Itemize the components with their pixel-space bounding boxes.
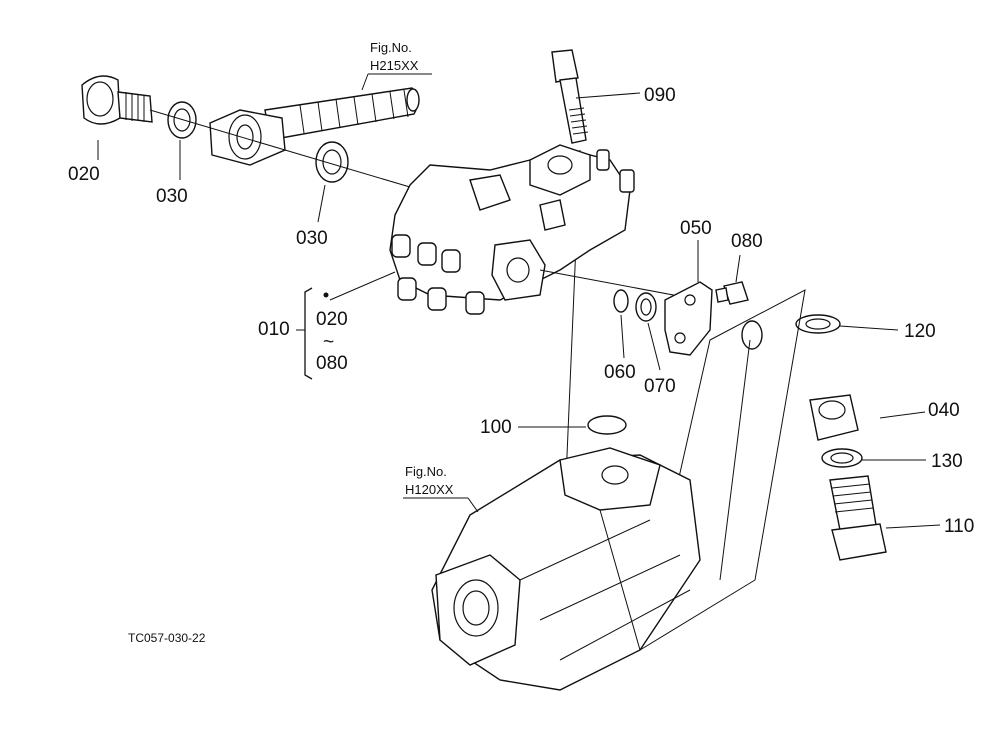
assembly-bracket	[296, 287, 329, 380]
washer-030-b-illustration	[315, 141, 349, 183]
banjo-bolt-110-illustration	[829, 475, 887, 561]
bolt-090-illustration	[551, 49, 589, 144]
pipe-040-illustration	[741, 320, 889, 441]
figure-ref-top-line1: Fig.No.	[370, 40, 412, 55]
valve-spool-illustration	[209, 87, 420, 166]
plug-080-illustration	[715, 281, 749, 305]
valve-body-illustration	[389, 144, 635, 315]
document-id: TC057-030-22	[128, 631, 206, 645]
o-ring-060-illustration	[613, 289, 629, 313]
callout-030-b[interactable]: 030	[296, 228, 328, 249]
callout-040[interactable]: 040	[928, 400, 960, 421]
callout-060[interactable]: 060	[604, 362, 636, 383]
callout-130[interactable]: 130	[931, 451, 963, 472]
figure-ref-bottom[interactable]: Fig.No. H120XX	[403, 464, 479, 513]
bracket-plate-050-illustration	[664, 281, 713, 356]
callout-020[interactable]: 020	[68, 164, 100, 185]
washer-070-illustration	[635, 292, 657, 322]
banjo-bolt-020-illustration	[81, 75, 153, 125]
assembly-range-from: 020	[316, 309, 348, 330]
callout-010[interactable]: 010	[258, 319, 290, 340]
callout-120[interactable]: 120	[904, 321, 936, 342]
callout-070[interactable]: 070	[644, 376, 676, 397]
callout-050[interactable]: 050	[680, 218, 712, 239]
washer-120-illustration	[795, 314, 841, 334]
assembly-range-tilde: ~	[323, 332, 334, 353]
figure-ref-top[interactable]: Fig.No. H215XX	[361, 40, 432, 91]
callout-110[interactable]: 110	[944, 516, 974, 537]
figure-ref-bottom-line1: Fig.No.	[405, 464, 447, 479]
callout-030-a[interactable]: 030	[156, 186, 188, 207]
callout-100[interactable]: 100	[480, 417, 512, 438]
figure-ref-bottom-line2: H120XX	[405, 482, 454, 497]
pump-illustration	[431, 447, 701, 691]
washer-130-illustration	[821, 448, 863, 468]
callout-090[interactable]: 090	[644, 85, 676, 106]
assembly-range-to: 080	[316, 353, 348, 374]
figure-ref-top-line2: H215XX	[370, 58, 419, 73]
callout-080[interactable]: 080	[731, 231, 763, 252]
o-ring-100-illustration	[587, 415, 627, 435]
